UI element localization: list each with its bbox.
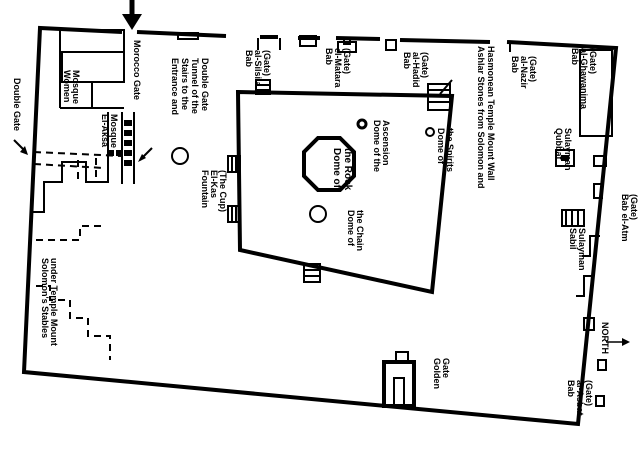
dome-of-the-chain-label: Dome of the Chain <box>346 210 365 251</box>
bab-al-silsila-label: Bab al-Silsila (Gate) <box>244 50 272 89</box>
el-aksa-mosque-label: El-Aksa Mosque <box>100 114 119 150</box>
top-left-buildings <box>59 29 511 109</box>
platform-stairs <box>227 79 451 283</box>
double-gate-arrow <box>13 139 28 155</box>
morocco-gate-label: Morocco Gate <box>132 40 142 100</box>
north-label: NORTH <box>600 322 610 354</box>
dome-of-the-rock-shape <box>302 136 356 192</box>
golden-gate-label: Golden Gate <box>432 358 451 392</box>
solomons-stables-outline <box>36 225 111 360</box>
bab-al-hadid-label: Bab al-Hadid (Gate) <box>402 52 430 90</box>
el-aksa-area <box>30 112 153 213</box>
sabil-sulayman-label: Sabil Sulayman <box>568 228 587 271</box>
ashlar-stones-pointer <box>439 79 453 95</box>
entrance-stairs-label: Entrance and Stairs to the Tunnel of the… <box>170 58 210 118</box>
double-gate-label: Double Gate <box>12 78 22 131</box>
tunnel-stairs <box>108 120 132 166</box>
central-platform <box>227 79 455 295</box>
dome-of-the-chain-marker <box>309 205 327 223</box>
dome-of-the-rock-label: Dome of the Rock <box>331 148 353 191</box>
women-mosque-label: Women Mosque <box>62 70 81 105</box>
north-arrow <box>606 338 630 346</box>
bab-el-atm-label: Bab el-Atm (Gate) <box>620 194 639 244</box>
fountain-el-kas-marker <box>171 147 189 165</box>
morocco-gate-arrow <box>122 0 142 30</box>
dome-of-the-spirits-marker <box>425 127 435 137</box>
dome-of-the-ascension-marker <box>356 118 368 130</box>
bab-el-matara-label: Bab el-Matara (Gate) <box>324 48 352 90</box>
solomons-stables-label: Solomon's Stables under Temple Mount <box>40 258 59 346</box>
qubbat-sulayman-label: Qubbat Sulayman <box>554 128 573 171</box>
bab-al-asbat-label: Bab al-Asbat (Gate) <box>566 380 594 418</box>
east-structures <box>555 49 613 407</box>
dome-of-the-spirits-label: Dome of the Spirits <box>436 128 455 172</box>
ashlar-stones-label: Ashlar Stones from Solomon and Hasmonean… <box>476 46 496 191</box>
bab-al-ghawanima-label: Bab al-Ghawanima (Gate) <box>570 48 598 112</box>
golden-gate-structure <box>382 351 416 408</box>
bab-al-nazir-label: Bab al-Nazir (Gate) <box>510 56 538 91</box>
dome-of-the-ascension-label: Dome of the Ascension <box>372 120 391 175</box>
fountain-label: Fountain El-Kas (The Cup) <box>200 170 228 212</box>
